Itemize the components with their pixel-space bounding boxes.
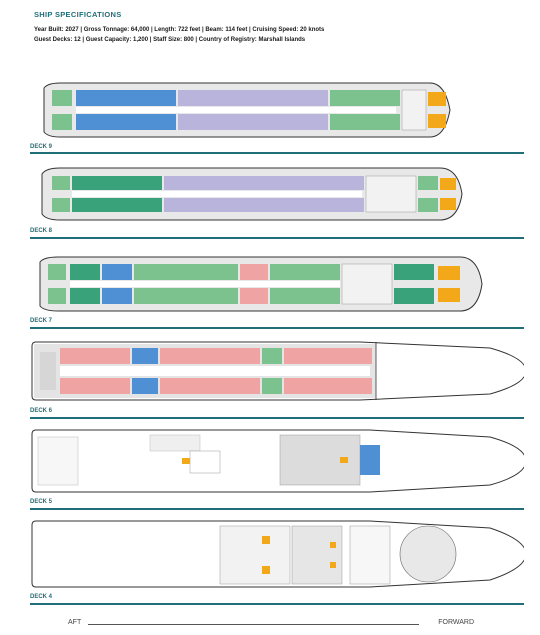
deck-6-label: DECK 6	[30, 408, 53, 414]
specs-line-2: Guest Decks: 12 | Guest Capacity: 1,200 …	[34, 37, 306, 43]
deck-4-label: DECK 4	[30, 594, 53, 600]
deck-5: DECK 5	[30, 425, 524, 513]
specs-line-1: Year Built: 2027 | Gross Tonnage: 64,000…	[34, 27, 325, 33]
deck-7-divider	[30, 327, 524, 329]
deck-8-plan[interactable]	[30, 164, 524, 224]
deck-9-plan[interactable]	[30, 80, 524, 140]
deck-5-plan[interactable]	[30, 425, 524, 495]
deck-6-divider	[30, 417, 524, 419]
direction-line	[88, 624, 419, 625]
deck-7: DECK 7	[30, 254, 524, 332]
ship-specifications: SHIP SPECIFICATIONS Year Built: 2027 | G…	[34, 10, 514, 45]
direction-indicator: AFT FORWARD	[68, 618, 474, 630]
deck-8-divider	[30, 237, 524, 239]
aft-label: AFT	[68, 619, 82, 626]
specs-title: SHIP SPECIFICATIONS	[34, 10, 122, 19]
deck-8: DECK 8	[30, 164, 524, 242]
deck-9: DECK 9	[30, 80, 524, 155]
deck-7-plan[interactable]	[30, 254, 524, 314]
deck-7-label: DECK 7	[30, 318, 53, 324]
deck-4: DECK 4	[30, 516, 524, 608]
deck-9-divider	[30, 152, 524, 154]
deck-5-label: DECK 5	[30, 499, 53, 505]
deck-4-plan[interactable]	[30, 516, 524, 592]
deck-6: DECK 6	[30, 338, 524, 422]
deck-9-label: DECK 9	[30, 144, 53, 150]
deck-4-divider	[30, 603, 524, 605]
deck-5-divider	[30, 508, 524, 510]
deck-6-plan[interactable]	[30, 338, 524, 404]
deck-8-label: DECK 8	[30, 228, 53, 234]
forward-label: FORWARD	[438, 619, 474, 626]
